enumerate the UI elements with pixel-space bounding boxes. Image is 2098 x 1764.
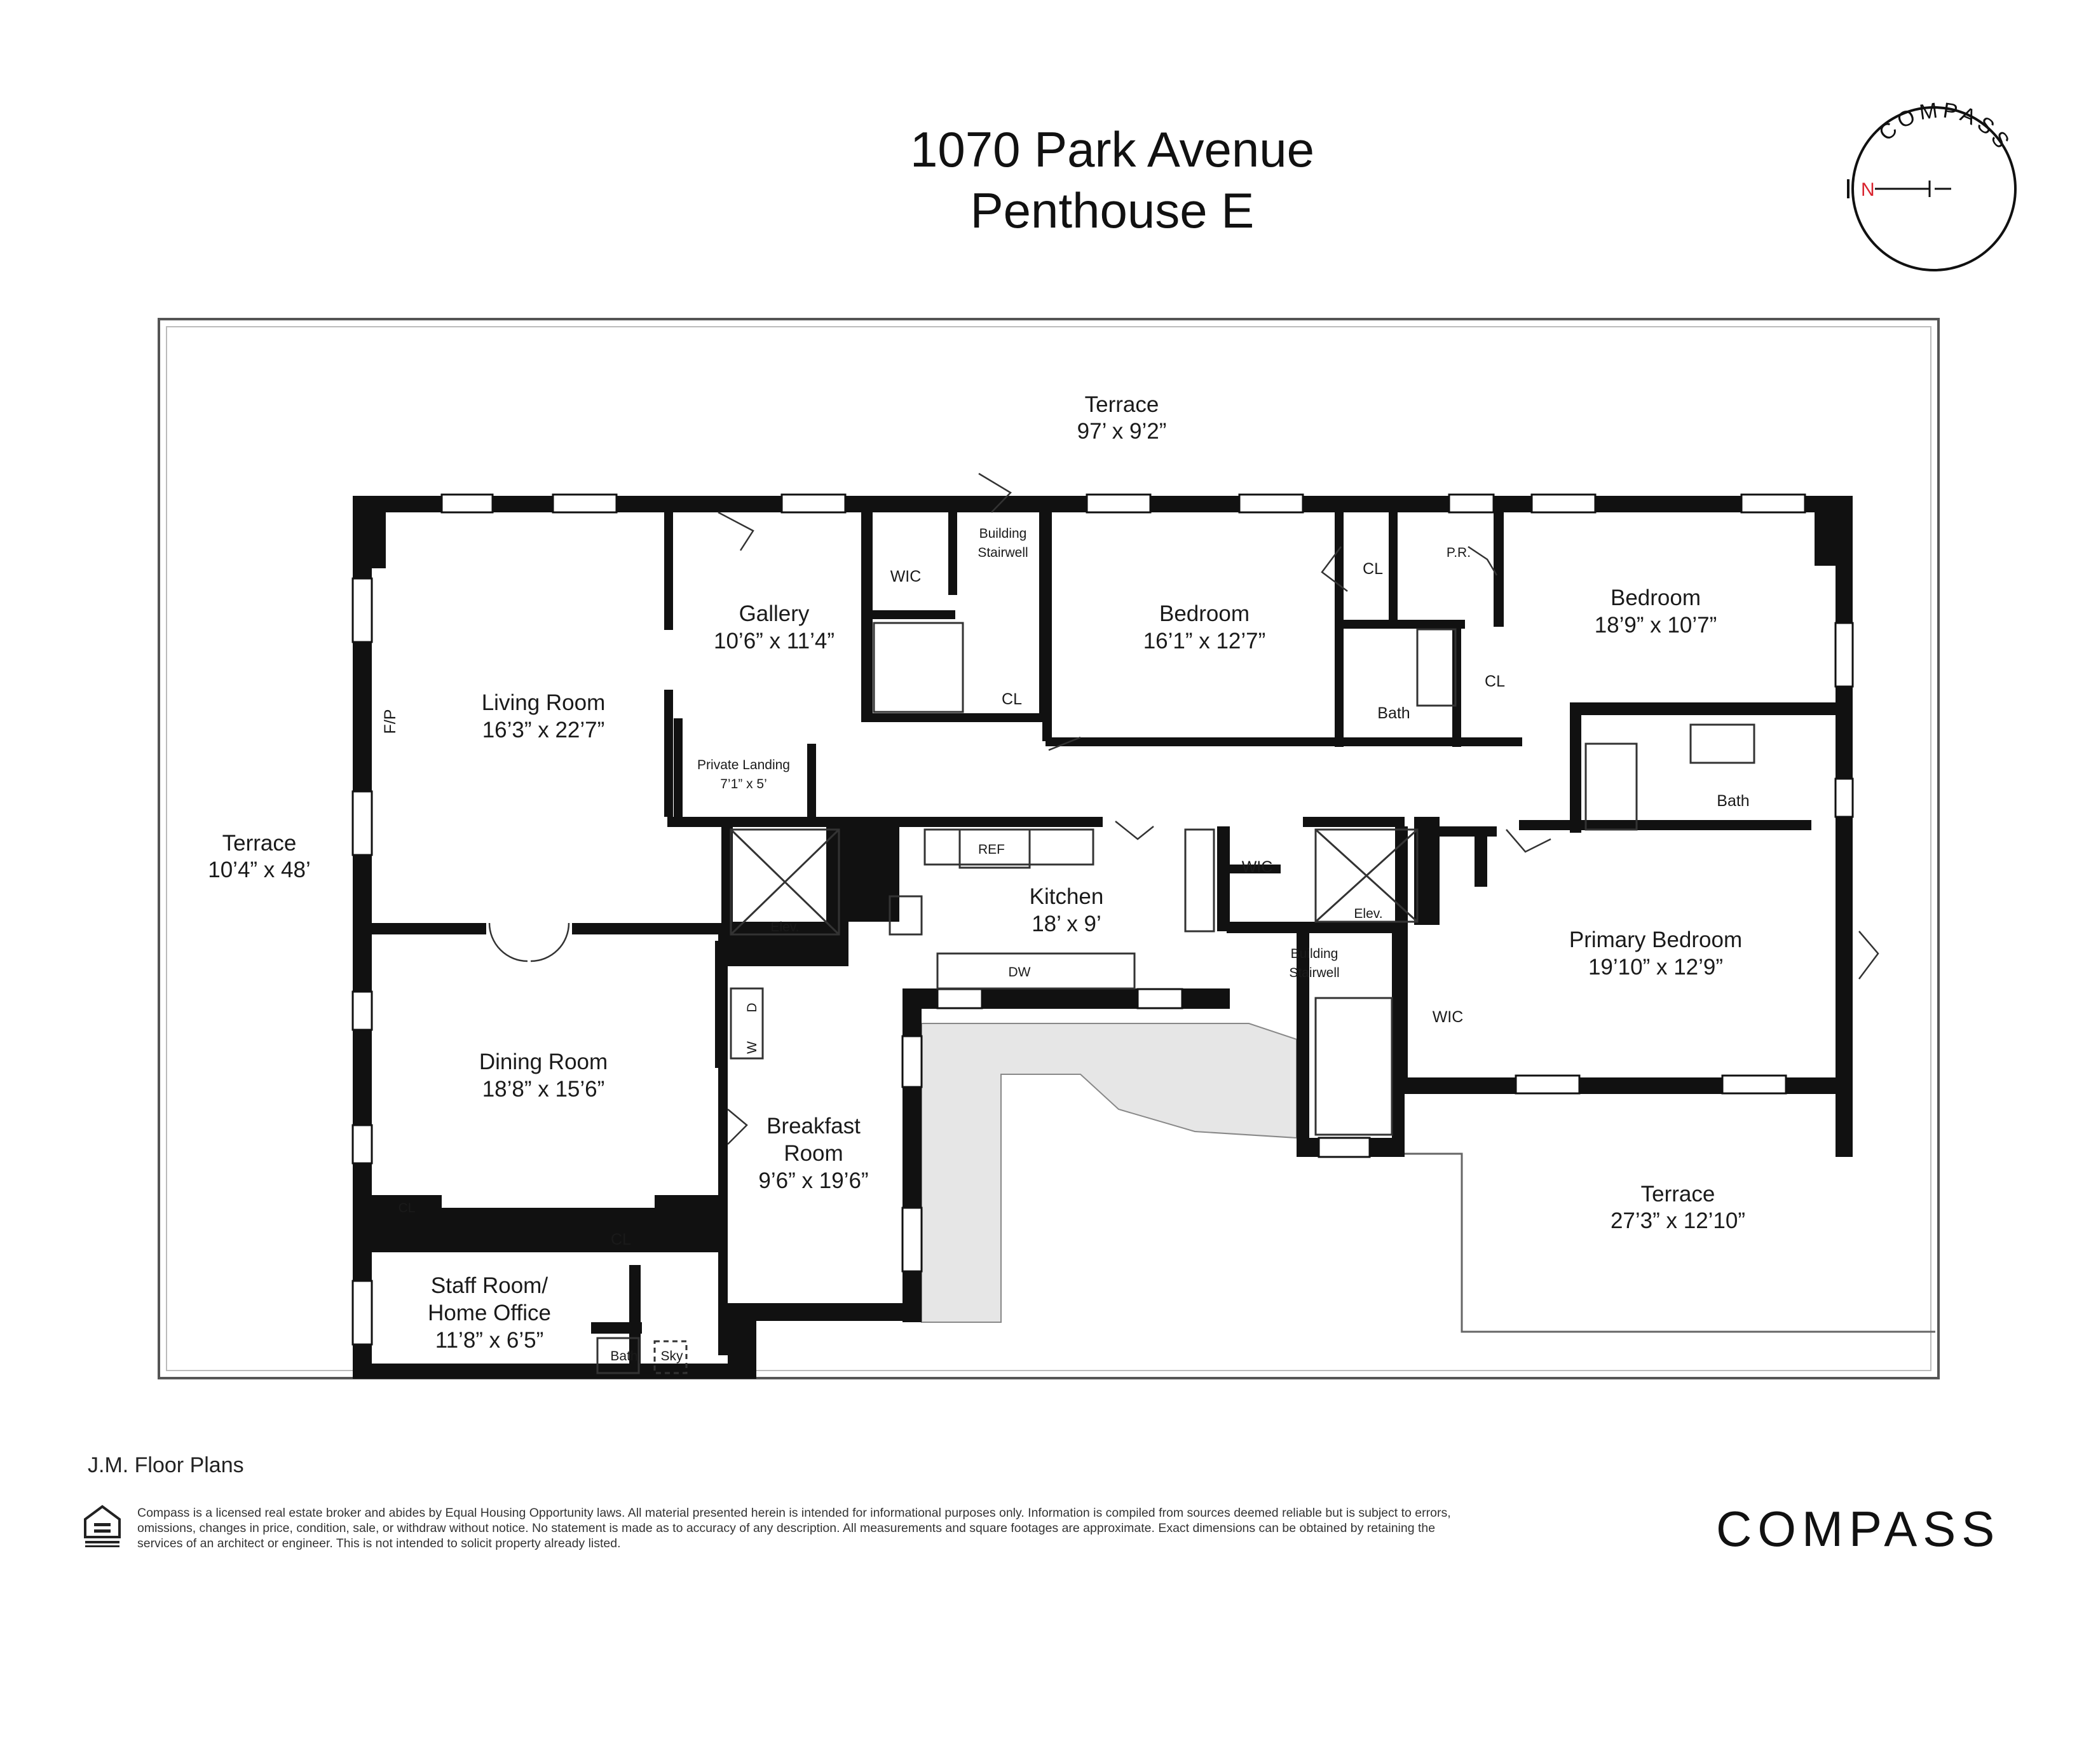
primary-wic-label: WIC <box>1433 1008 1464 1026</box>
kitchen-counter-south <box>936 952 1136 990</box>
kitchen-sink-west <box>889 895 923 936</box>
shower-primary-bath <box>1584 742 1638 831</box>
refrigerator-label: REF <box>978 842 1005 857</box>
stairwell-1-line2: Stairwell <box>977 545 1028 560</box>
stair-2-treads <box>1314 997 1393 1136</box>
staff-bath-label: Bath <box>610 1349 637 1364</box>
bedroom-1-bath-label: Bath <box>1377 704 1410 722</box>
windows <box>351 493 1854 1346</box>
stairwell-1-line1: Building <box>979 526 1027 541</box>
bedroom-2-name: Bedroom <box>1611 585 1701 610</box>
gallery-dims: 10’6” x 11’4” <box>714 629 834 653</box>
private-landing-dims: 7’1” x 5’ <box>720 777 767 791</box>
elevator-2-label: Elev. <box>1354 906 1382 921</box>
terrace-west-name: Terrace <box>222 831 297 856</box>
dryer-label: D <box>745 1002 760 1012</box>
private-landing-name: Private Landing <box>697 758 790 772</box>
primary-bedroom-dims: 19’10” x 12’9” <box>1588 955 1723 980</box>
breakfast-room-dims: 9’6” x 19’6” <box>758 1168 868 1193</box>
staff-room-name-2: Home Office <box>428 1301 551 1325</box>
breakfast-room-name-2: Room <box>784 1141 843 1166</box>
powder-room-label: P.R. <box>1447 545 1471 560</box>
washer-label: W <box>745 1041 760 1054</box>
shower-1 <box>1416 628 1457 707</box>
shaded-lightwell <box>921 1023 1297 1323</box>
living-room-name: Living Room <box>482 690 606 715</box>
terrace-north-dims: 97’ x 9’2” <box>1077 419 1167 444</box>
fireplace-label: F/P <box>381 709 399 734</box>
stove <box>1184 828 1215 933</box>
brand-logo: COMPASS <box>1716 1501 2001 1557</box>
kitchen-wic-label: WIC <box>1242 858 1273 876</box>
elevator-1-shaft <box>730 828 840 936</box>
stairwell-2-line1: Building <box>1291 947 1338 961</box>
terrace-southeast-name: Terrace <box>1641 1182 1715 1207</box>
bedroom-1-closet-label: CL <box>1363 560 1383 578</box>
compass-rose-icon: N COMPASS <box>1847 98 2017 271</box>
staff-closet-label: CL <box>611 1231 631 1248</box>
skylight-label: Sky <box>660 1349 683 1364</box>
tub-primary-bath <box>1689 723 1755 764</box>
dining-room-dims: 18’8” x 15’6” <box>482 1077 605 1102</box>
bedroom-2-closet-label: CL <box>1485 673 1505 690</box>
stairwell-2-line2: Stairwell <box>1289 966 1339 980</box>
living-room-dims: 16’3” x 22’7” <box>482 718 605 742</box>
compass-north-label: N <box>1861 179 1875 200</box>
gallery-wic-label: WIC <box>890 568 922 585</box>
staff-room-name-1: Staff Room/ <box>431 1273 548 1298</box>
dining-room-name: Dining Room <box>479 1050 608 1074</box>
staff-bath-shower <box>596 1337 640 1374</box>
bedroom-2-dims: 18’9” x 10’7” <box>1595 613 1717 638</box>
interior-walls <box>372 512 1849 1373</box>
dishwasher-label: DW <box>1009 965 1031 980</box>
skylight <box>653 1340 688 1374</box>
legal-disclaimer: Compass is a licensed real estate broker… <box>137 1506 1451 1550</box>
laundry-closet <box>730 987 764 1060</box>
gallery-name: Gallery <box>739 601 810 626</box>
terrace-boundary <box>158 318 1940 1379</box>
staff-room-dims: 11’8” x 6’5” <box>435 1328 544 1353</box>
primary-bath-label: Bath <box>1717 792 1749 810</box>
floor-plan-credit: J.M. Floor Plans <box>88 1453 244 1477</box>
terrace-north-name: Terrace <box>1085 392 1159 417</box>
bedroom-1-name: Bedroom <box>1159 601 1250 626</box>
kitchen-name: Kitchen <box>1030 884 1104 909</box>
kitchen-counter-north <box>923 828 1094 866</box>
stair-1-treads <box>873 622 964 713</box>
terrace-southeast-dims: 27’3” x 12’10” <box>1611 1208 1745 1233</box>
kitchen-dims: 18’ x 9’ <box>1032 912 1101 936</box>
dining-closet-label: CL <box>398 1201 416 1215</box>
elevator-1-label: Elev. <box>770 920 799 934</box>
equal-housing-opportunity-icon <box>84 1505 121 1547</box>
terrace-west-dims: 10’4” x 48’ <box>208 858 310 882</box>
breakfast-room-name-1: Breakfast <box>766 1114 861 1138</box>
plan-title: 1070 Park Avenue <box>909 121 1315 177</box>
primary-bedroom-name: Primary Bedroom <box>1569 927 1742 952</box>
gallery-closet-label: CL <box>1002 690 1022 708</box>
elevator-2-shaft <box>1314 828 1419 923</box>
plan-subtitle: Penthouse E <box>970 182 1255 238</box>
bedroom-1-dims: 16’1” x 12’7” <box>1143 629 1266 653</box>
